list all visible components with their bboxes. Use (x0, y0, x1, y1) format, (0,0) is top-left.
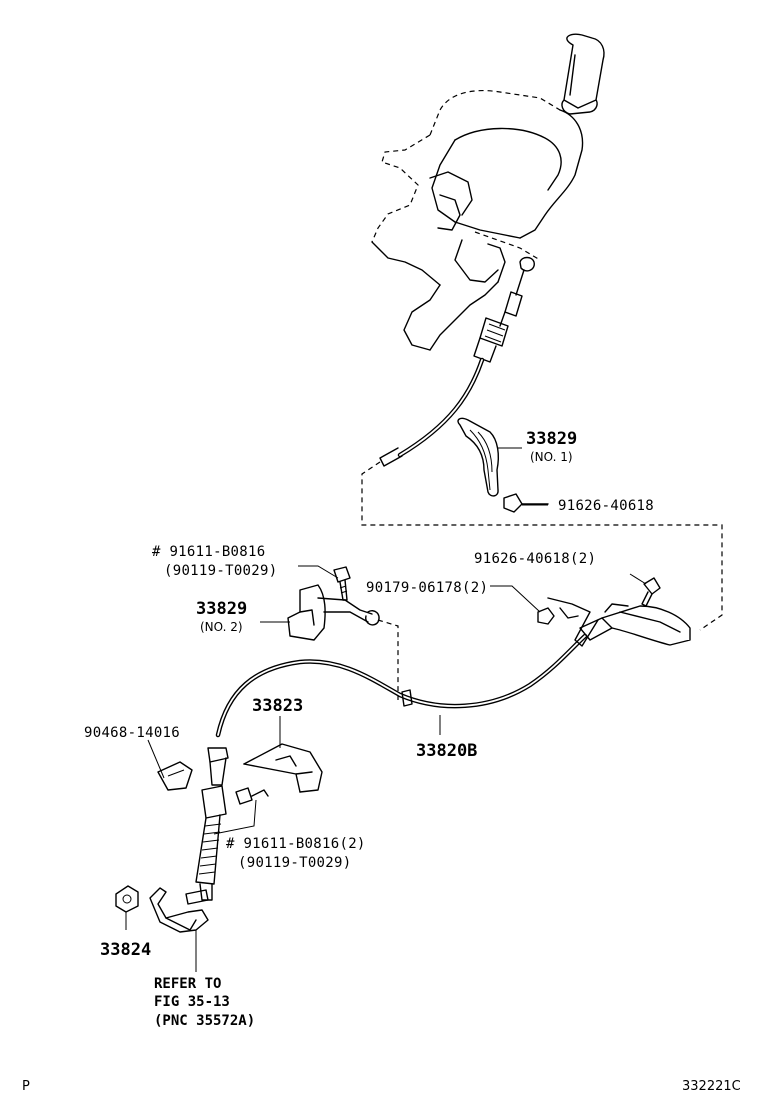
label-33829-no1: 33829 (526, 429, 577, 449)
label-90119-top: (90119-T0029) (164, 563, 277, 579)
label-91611-top: # 91611-B0816 (152, 544, 265, 560)
main-cable-33820b (215, 597, 691, 738)
label-90119-2: (90119-T0029) (238, 855, 351, 871)
footer-left: P (22, 1079, 30, 1094)
label-91626-top: 91626-40618 (558, 498, 654, 514)
label-33824: 33824 (100, 940, 151, 960)
upper-cable (361, 357, 723, 631)
clip-90468 (157, 761, 193, 791)
bracket-33823 (243, 743, 323, 793)
label-33829-no2: 33829 (196, 599, 247, 619)
bolt-91611-2 (235, 787, 269, 805)
bracket-33829-no2 (287, 584, 399, 700)
bolt-91626-top (503, 493, 549, 513)
label-90179: 90179-06178(2) (366, 580, 488, 596)
label-refer-3: (PNC 35572A) (154, 1013, 255, 1029)
label-refer-1: REFER TO (154, 976, 221, 992)
label-33823: 33823 (252, 696, 303, 716)
label-33820b: 33820B (416, 741, 477, 761)
bolt-91626-2 (641, 577, 661, 607)
shift-lever-assembly (371, 33, 605, 363)
label-33829-no1-note: (NO. 1) (530, 450, 573, 464)
lower-cable-end (185, 747, 229, 905)
leader-lines (125, 447, 647, 972)
label-33829-no2-note: (NO. 2) (200, 620, 243, 634)
label-91611-2: # 91611-B0816(2) (226, 836, 366, 852)
bolt-91611-top (333, 566, 351, 601)
footer-right: 332221C (682, 1079, 741, 1094)
label-90468: 90468-14016 (84, 725, 180, 741)
label-refer-2: FIG 35-13 (154, 994, 230, 1010)
bracket-33829-no1 (457, 417, 499, 497)
nut-33824 (115, 885, 139, 913)
lever-bracket (149, 887, 209, 933)
nut-90179 (537, 607, 555, 625)
label-91626-2: 91626-40618(2) (474, 551, 596, 567)
